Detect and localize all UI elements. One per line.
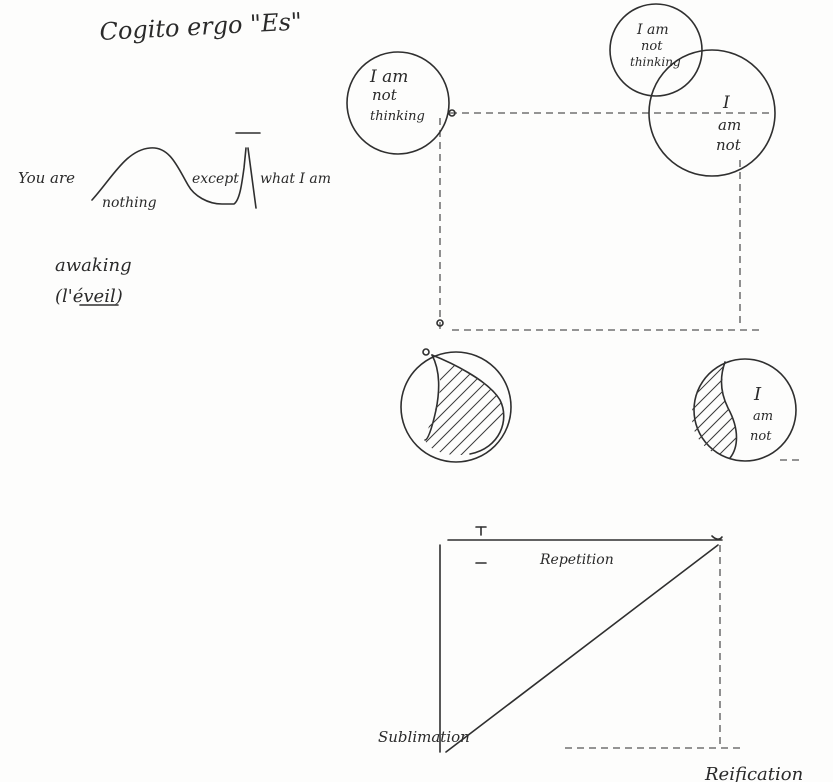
- br-line-2: am: [753, 409, 773, 424]
- leveil-text: (l'éveil): [55, 286, 123, 307]
- title-text: Cogito ergo "Es": [99, 7, 303, 46]
- circle-bottom-right-crescent: [720, 361, 738, 459]
- diagonal-line: [445, 544, 719, 753]
- trs-line-3: thinking: [630, 55, 681, 69]
- circle-top-right-small: [609, 3, 703, 97]
- circle-bottom-left-inner-curve: [431, 354, 505, 455]
- br-line-1: I: [753, 384, 762, 405]
- tl-line-1: I am: [369, 67, 408, 87]
- corner-mark-top-right: [711, 535, 723, 540]
- you-are-text: You are: [18, 169, 75, 187]
- trl-line-2: am: [718, 116, 741, 134]
- nothing-text: nothing: [102, 195, 157, 211]
- corner-small-circle-bottom: [436, 319, 444, 327]
- circle-bottom-left-crescent: [424, 354, 440, 441]
- circle-bottom-left: [400, 351, 512, 463]
- circle-top-left: [346, 51, 450, 155]
- circle-top-right-large: [648, 49, 776, 177]
- tl-line-2: not: [372, 86, 398, 104]
- bar-divider: [247, 147, 257, 209]
- except-text: except: [192, 171, 239, 187]
- circle-bottom-right: [693, 358, 797, 462]
- trs-line-1: I am: [636, 22, 669, 38]
- trl-line-1: I: [722, 93, 730, 113]
- trs-line-2: not: [641, 39, 663, 54]
- trl-line-3: not: [716, 136, 742, 154]
- repetition-text: Repetition: [539, 552, 614, 568]
- small-circle-bottom-left: [422, 348, 430, 356]
- nothing-wave-line: [91, 147, 247, 205]
- br-line-3: not: [750, 429, 772, 444]
- reification-text: Reification: [704, 764, 803, 782]
- corner-small-circle-top: [448, 109, 456, 117]
- sublimation-text: Sublimation: [378, 728, 470, 746]
- hatching-right: [691, 362, 737, 455]
- what-i-am-text: what I am: [260, 171, 331, 187]
- tl-line-3: thinking: [370, 109, 425, 124]
- awaking-text: awaking: [55, 255, 132, 276]
